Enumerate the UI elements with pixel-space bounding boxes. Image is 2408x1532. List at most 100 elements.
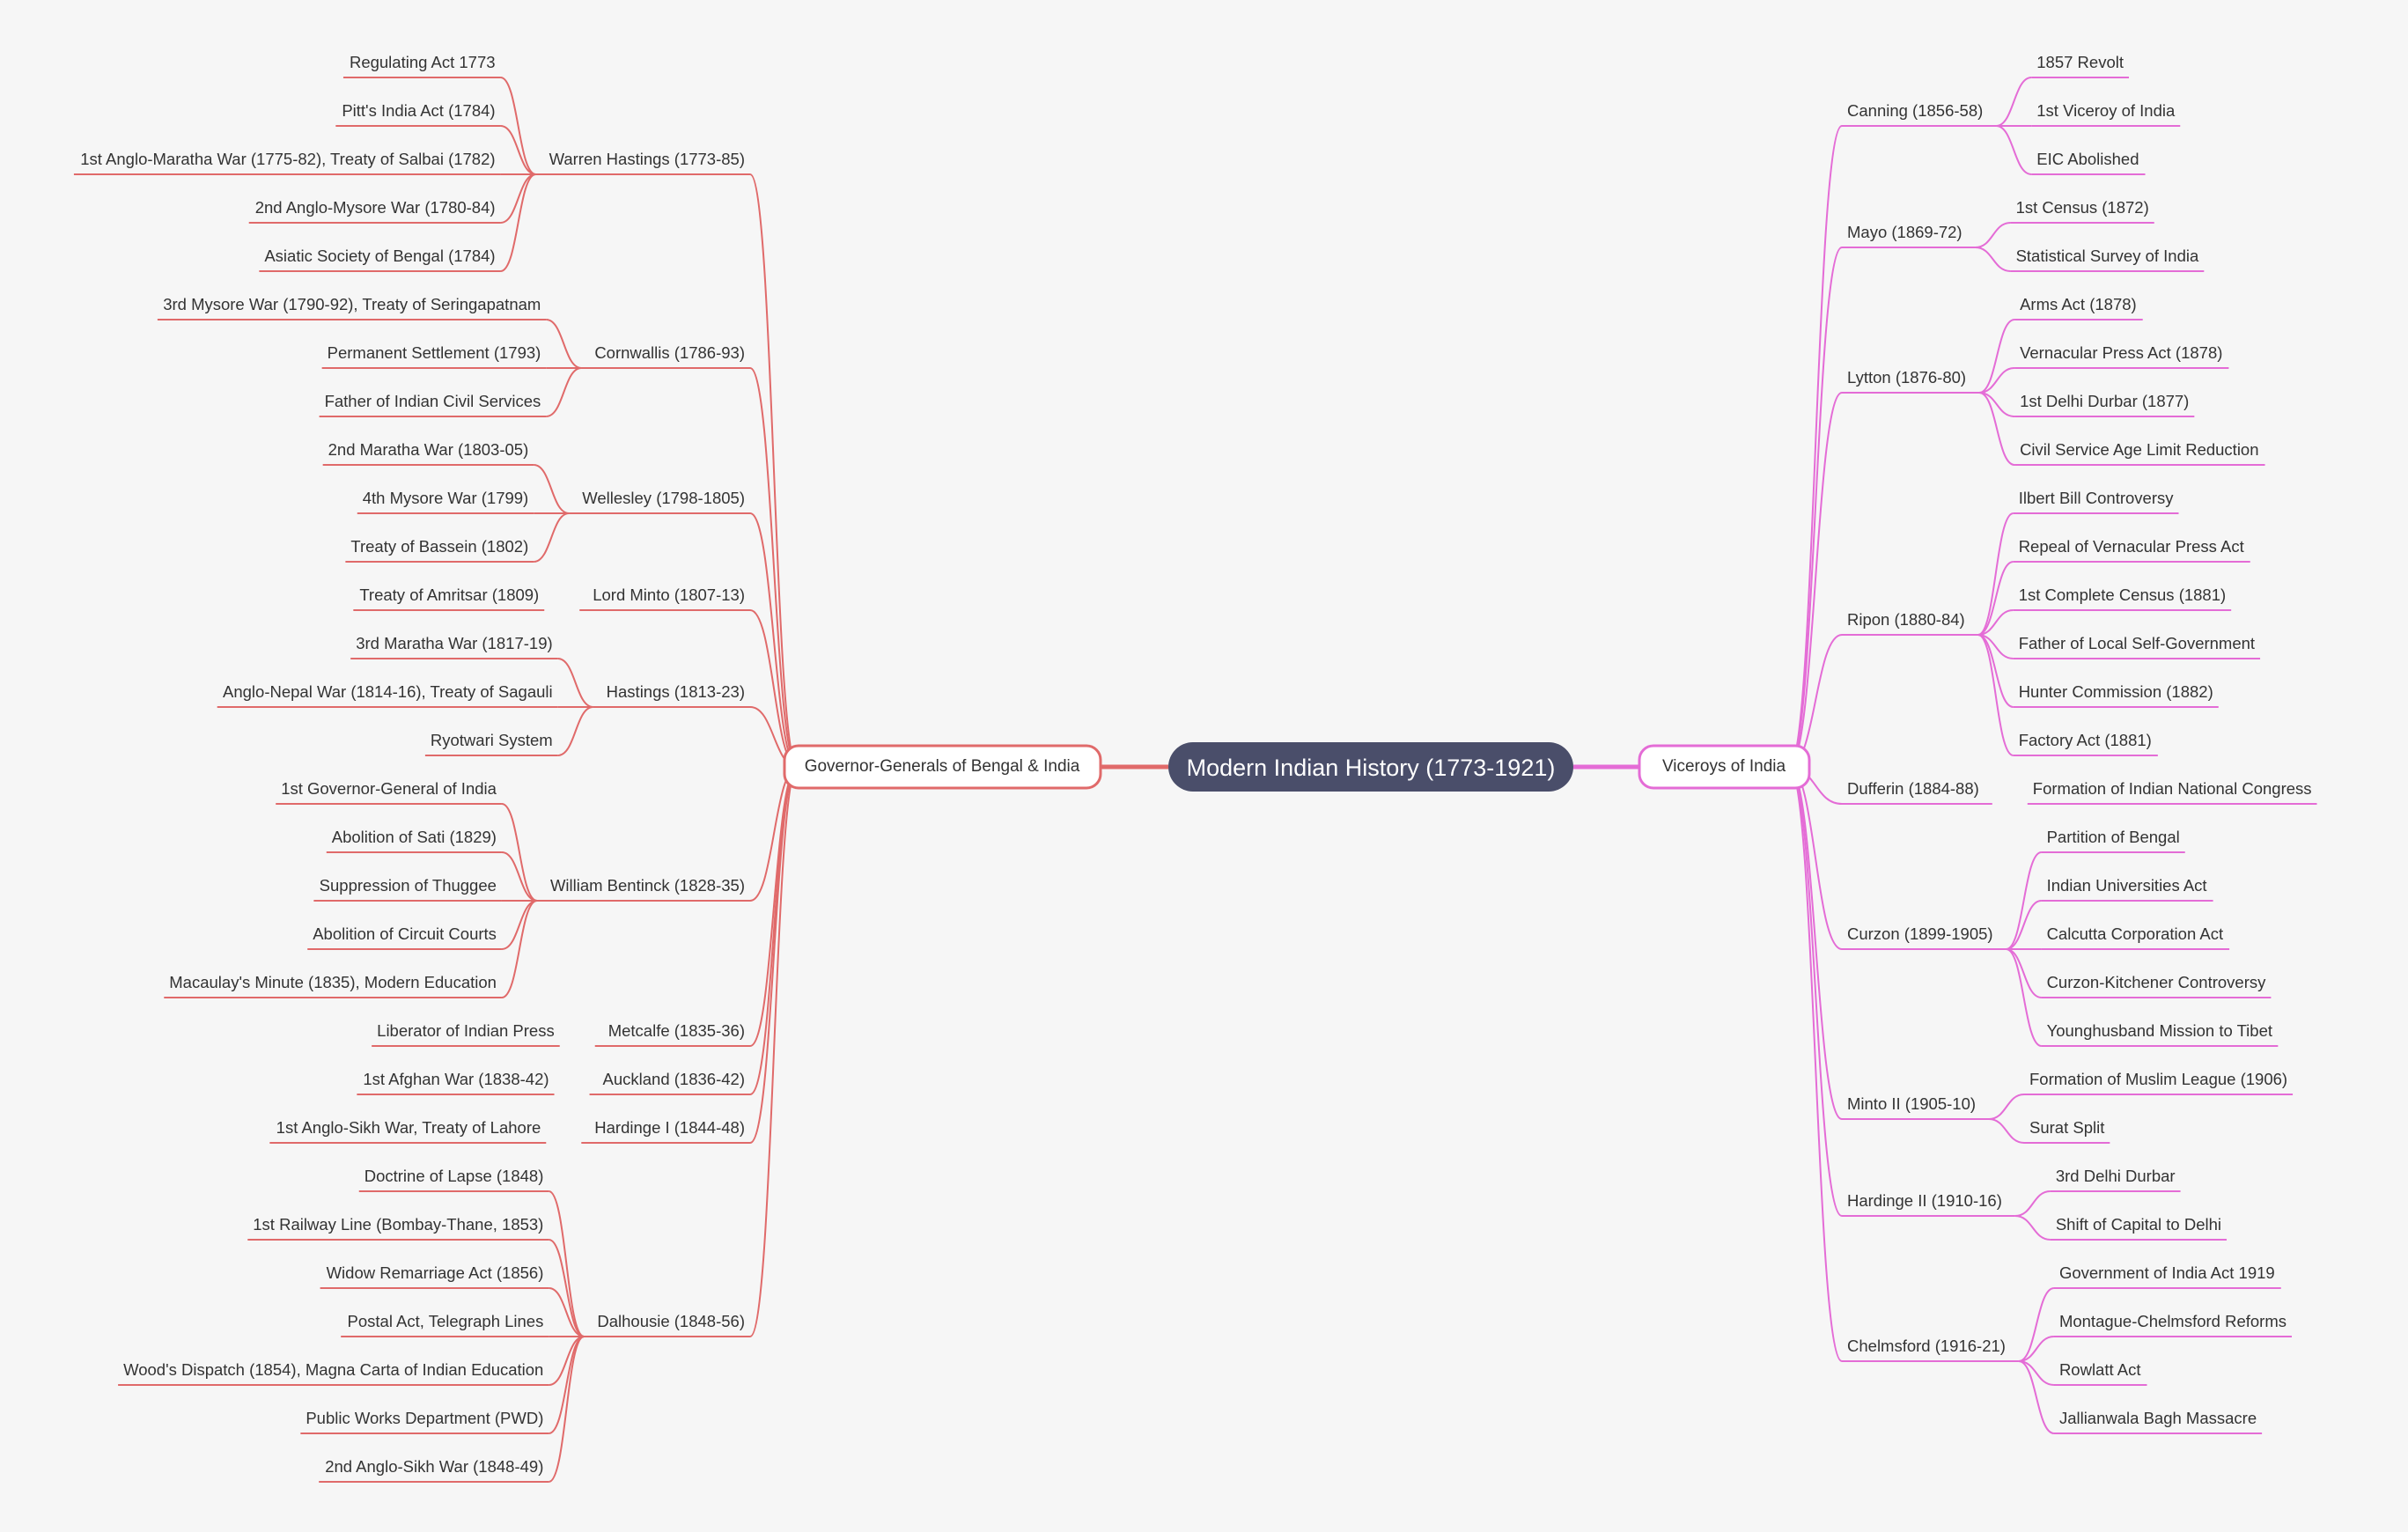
leaf-curzon-kitchener-controversy[interactable]: Curzon-Kitchener Controversy xyxy=(2047,973,2267,991)
leaf-4th-mysore-war-1799[interactable]: 4th Mysore War (1799) xyxy=(363,489,529,507)
leaf-1857-revolt[interactable]: 1857 Revolt xyxy=(2036,53,2124,71)
mid-node-wellesley-1798-1805[interactable]: Wellesley (1798-1805) xyxy=(582,489,745,507)
branch-viceroys-label: Viceroys of India xyxy=(1662,757,1786,776)
mid-node-ripon-1880-84[interactable]: Ripon (1880-84) xyxy=(1847,610,1965,629)
leaf-2nd-anglo-mysore-war-1780-84[interactable]: 2nd Anglo-Mysore War (1780-84) xyxy=(255,198,496,217)
leaf-father-of-indian-civil-services[interactable]: Father of Indian Civil Services xyxy=(325,392,541,410)
leaf-postal-act-telegraph-lines[interactable]: Postal Act, Telegraph Lines xyxy=(348,1312,544,1330)
leaf-hunter-commission-1882[interactable]: Hunter Commission (1882) xyxy=(2019,682,2213,701)
leaf-asiatic-society-of-bengal-1784[interactable]: Asiatic Society of Bengal (1784) xyxy=(264,247,495,265)
branch-viceroys[interactable]: Viceroys of India xyxy=(1638,744,1811,790)
leaf-2nd-anglo-sikh-war-1848-49[interactable]: 2nd Anglo-Sikh War (1848-49) xyxy=(325,1457,543,1476)
leaf-regulating-act-1773[interactable]: Regulating Act 1773 xyxy=(350,53,496,71)
leaf-pitt-s-india-act-1784[interactable]: Pitt's India Act (1784) xyxy=(342,101,495,120)
leaf-abolition-of-circuit-courts[interactable]: Abolition of Circuit Courts xyxy=(313,924,497,943)
leaf-2nd-maratha-war-1803-05[interactable]: 2nd Maratha War (1803-05) xyxy=(328,440,529,459)
leaf-1st-complete-census-1881[interactable]: 1st Complete Census (1881) xyxy=(2019,586,2226,604)
mid-node-curzon-1899-1905[interactable]: Curzon (1899-1905) xyxy=(1847,924,1993,943)
leaf-1st-delhi-durbar-1877[interactable]: 1st Delhi Durbar (1877) xyxy=(2020,392,2189,410)
leaf-surat-split[interactable]: Surat Split xyxy=(2029,1118,2104,1137)
leaf-treaty-of-bassein-1802[interactable]: Treaty of Bassein (1802) xyxy=(350,537,528,556)
edge-leaf-1st-census-1872 xyxy=(1975,222,2011,248)
edge-leaf-eic-abolished xyxy=(1996,125,2032,175)
leaf-1st-afghan-war-1838-42[interactable]: 1st Afghan War (1838-42) xyxy=(363,1070,549,1088)
mid-node-cornwallis-1786-93[interactable]: Cornwallis (1786-93) xyxy=(594,343,745,362)
leaf-montague-chelmsford-reforms[interactable]: Montague-Chelmsford Reforms xyxy=(2059,1312,2286,1330)
edge-leaf-civil-service-age-limit-reduction xyxy=(1978,392,2015,466)
leaf-1st-railway-line-bombay-thane-1853[interactable]: 1st Railway Line (Bombay-Thane, 1853) xyxy=(253,1215,543,1234)
leaf-1st-viceroy-of-india[interactable]: 1st Viceroy of India xyxy=(2036,101,2176,120)
leaf-civil-service-age-limit-reduction[interactable]: Civil Service Age Limit Reduction xyxy=(2020,440,2258,459)
leaf-1st-anglo-sikh-war-treaty-of-lahore[interactable]: 1st Anglo-Sikh War, Treaty of Lahore xyxy=(276,1118,541,1137)
edge-leaf-father-of-indian-civil-services xyxy=(546,367,582,417)
leaf-1st-governor-general-of-india[interactable]: 1st Governor-General of India xyxy=(281,779,497,798)
leaf-macaulay-s-minute-1835-modern-education[interactable]: Macaulay's Minute (1835), Modern Educati… xyxy=(169,973,497,991)
leaf-indian-universities-act[interactable]: Indian Universities Act xyxy=(2047,876,2207,895)
edge-mid-node-hardinge-i-1844-48 xyxy=(749,766,799,1144)
edge-leaf-abolition-of-sati-1829 xyxy=(501,851,538,902)
mid-node-dalhousie-1848-56[interactable]: Dalhousie (1848-56) xyxy=(597,1312,745,1330)
leaf-rowlatt-act[interactable]: Rowlatt Act xyxy=(2059,1360,2141,1379)
branch-governor-generals[interactable]: Governor-Generals of Bengal & India xyxy=(783,744,1102,790)
mid-node-hastings-1813-23[interactable]: Hastings (1813-23) xyxy=(607,682,745,701)
edge-leaf-2nd-anglo-sikh-war-1848-49 xyxy=(548,1336,585,1483)
leaf-doctrine-of-lapse-1848[interactable]: Doctrine of Lapse (1848) xyxy=(365,1167,544,1185)
mid-node-canning-1856-58[interactable]: Canning (1856-58) xyxy=(1847,101,1983,120)
leaf-widow-remarriage-act-1856[interactable]: Widow Remarriage Act (1856) xyxy=(327,1263,544,1282)
mid-node-lord-minto-1807-13[interactable]: Lord Minto (1807-13) xyxy=(593,586,745,604)
leaf-ryotwari-system[interactable]: Ryotwari System xyxy=(431,731,553,749)
leaf-father-of-local-self-government[interactable]: Father of Local Self-Government xyxy=(2019,634,2255,652)
edge-mid-node-canning-1856-58 xyxy=(1788,125,1843,768)
leaf-calcutta-corporation-act[interactable]: Calcutta Corporation Act xyxy=(2047,924,2224,943)
leaf-public-works-department-pwd[interactable]: Public Works Department (PWD) xyxy=(306,1409,543,1427)
leaf-abolition-of-sati-1829[interactable]: Abolition of Sati (1829) xyxy=(332,828,497,846)
leaf-suppression-of-thuggee[interactable]: Suppression of Thuggee xyxy=(320,876,497,895)
mid-node-warren-hastings-1773-85[interactable]: Warren Hastings (1773-85) xyxy=(549,150,745,168)
mid-node-dufferin-1884-88[interactable]: Dufferin (1884-88) xyxy=(1847,779,1979,798)
leaf-arms-act-1878[interactable]: Arms Act (1878) xyxy=(2020,295,2137,313)
mid-node-auckland-1836-42[interactable]: Auckland (1836-42) xyxy=(603,1070,745,1088)
leaf-3rd-maratha-war-1817-19[interactable]: 3rd Maratha War (1817-19) xyxy=(356,634,552,652)
leaf-1st-census-1872[interactable]: 1st Census (1872) xyxy=(2016,198,2149,217)
leaf-ilbert-bill-controversy[interactable]: Ilbert Bill Controversy xyxy=(2019,489,2175,507)
leaf-jallianwala-bagh-massacre[interactable]: Jallianwala Bagh Massacre xyxy=(2059,1409,2257,1427)
leaf-3rd-mysore-war-1790-92-treaty-of-seringapatnam[interactable]: 3rd Mysore War (1790-92), Treaty of Seri… xyxy=(163,295,541,313)
edge-leaf-regulating-act-1773 xyxy=(500,77,536,175)
leaf-liberator-of-indian-press[interactable]: Liberator of Indian Press xyxy=(377,1021,555,1040)
leaf-formation-of-muslim-league-1906[interactable]: Formation of Muslim League (1906) xyxy=(2029,1070,2287,1088)
leaf-factory-act-1881[interactable]: Factory Act (1881) xyxy=(2019,731,2152,749)
leaf-statistical-survey-of-india[interactable]: Statistical Survey of India xyxy=(2016,247,2199,265)
mid-node-hardinge-ii-1910-16[interactable]: Hardinge II (1910-16) xyxy=(1847,1191,2002,1210)
mid-node-mayo-1869-72[interactable]: Mayo (1869-72) xyxy=(1847,223,1962,241)
mid-node-chelmsford-1916-21[interactable]: Chelmsford (1916-21) xyxy=(1847,1337,2006,1355)
root-node[interactable]: Modern Indian History (1773-1921) xyxy=(1168,742,1573,792)
mid-node-william-bentinck-1828-35[interactable]: William Bentinck (1828-35) xyxy=(550,876,745,895)
mid-node-lytton-1876-80[interactable]: Lytton (1876-80) xyxy=(1847,368,1966,387)
edge-leaf-montague-chelmsford-reforms xyxy=(2018,1336,2055,1362)
leaf-repeal-of-vernacular-press-act[interactable]: Repeal of Vernacular Press Act xyxy=(2019,537,2244,556)
leaf-government-of-india-act-1919[interactable]: Government of India Act 1919 xyxy=(2059,1263,2275,1282)
edge-leaf-indian-universities-act xyxy=(2006,900,2042,950)
mid-node-metcalfe-1835-36[interactable]: Metcalfe (1835-36) xyxy=(608,1021,745,1040)
edge-leaf-curzon-kitchener-controversy xyxy=(2006,948,2042,998)
leaf-anglo-nepal-war-1814-16-treaty-of-sagauli[interactable]: Anglo-Nepal War (1814-16), Treaty of Sag… xyxy=(223,682,553,701)
leaf-eic-abolished[interactable]: EIC Abolished xyxy=(2036,150,2139,168)
leaf-formation-of-indian-national-congress[interactable]: Formation of Indian National Congress xyxy=(2033,779,2312,798)
edge-leaf-abolition-of-circuit-courts xyxy=(501,900,538,950)
mid-node-hardinge-i-1844-48[interactable]: Hardinge I (1844-48) xyxy=(594,1118,745,1137)
leaf-vernacular-press-act-1878[interactable]: Vernacular Press Act (1878) xyxy=(2020,343,2222,362)
leaf-treaty-of-amritsar-1809[interactable]: Treaty of Amritsar (1809) xyxy=(359,586,539,604)
leaf-shift-of-capital-to-delhi[interactable]: Shift of Capital to Delhi xyxy=(2056,1215,2221,1234)
leaf-1st-anglo-maratha-war-1775-82-treaty-of-salbai-1[interactable]: 1st Anglo-Maratha War (1775-82), Treaty … xyxy=(80,150,495,168)
leaf-younghusband-mission-to-tibet[interactable]: Younghusband Mission to Tibet xyxy=(2047,1021,2272,1040)
mid-node-minto-ii-1905-10[interactable]: Minto II (1905-10) xyxy=(1847,1094,1976,1113)
leaf-partition-of-bengal[interactable]: Partition of Bengal xyxy=(2047,828,2180,846)
leaf-wood-s-dispatch-1854-magna-carta-of-indian-educa[interactable]: Wood's Dispatch (1854), Magna Carta of I… xyxy=(123,1360,543,1379)
leaf-permanent-settlement-1793[interactable]: Permanent Settlement (1793) xyxy=(328,343,541,362)
leaf-3rd-delhi-durbar[interactable]: 3rd Delhi Durbar xyxy=(2056,1167,2176,1185)
edge-leaf-factory-act-1881 xyxy=(1977,634,2014,756)
edge-leaf-1857-revolt xyxy=(1996,77,2032,127)
edge-leaf-ilbert-bill-controversy xyxy=(1977,512,2014,636)
edge-leaf-treaty-of-bassein-1802 xyxy=(534,512,570,563)
